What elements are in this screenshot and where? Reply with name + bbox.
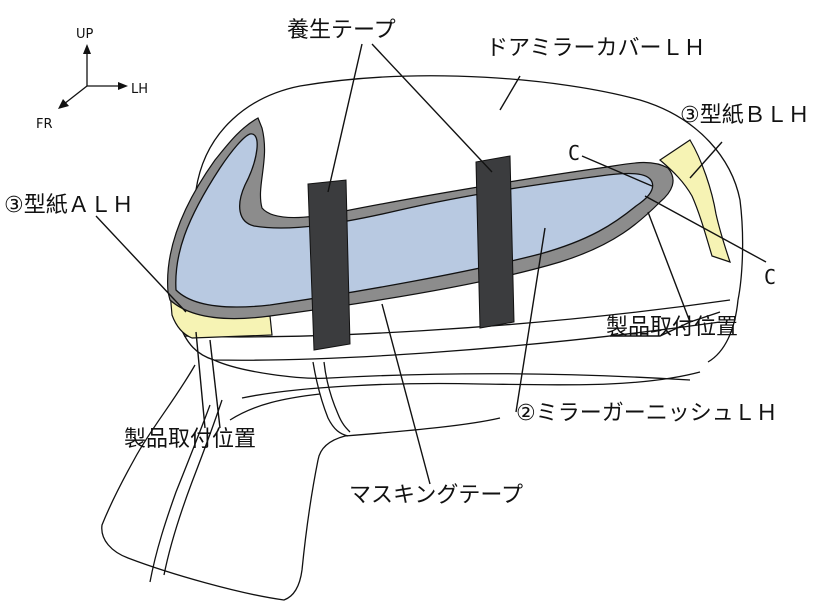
label-c-upper: C [568, 141, 580, 165]
leader-lines [95, 43, 767, 485]
axis-up-label: UP [76, 27, 94, 42]
label-protective-tape: 養生テープ [287, 18, 396, 43]
label-masking-tape: マスキングテープ [349, 483, 523, 508]
axis-indicator: UP LH FR [36, 27, 148, 132]
door-mirror-cover-outline [195, 75, 744, 301]
mirror-garnish-face [175, 133, 654, 308]
label-mount-position-left: 製品取付位置 [124, 427, 256, 452]
mirror-stalk-outline [101, 364, 346, 601]
protective-tape-strip-1 [307, 179, 351, 351]
label-pattern-b: ③型紙ＢＬＨ [680, 103, 810, 128]
label-pattern-a: ③型紙ＡＬＨ [4, 193, 134, 218]
label-mirror-garnish: ②ミラーガーニッシュＬＨ [516, 401, 778, 426]
label-c-lower: C [764, 265, 776, 289]
label-door-mirror-cover: ドアミラーカバーＬＨ [486, 36, 706, 61]
pattern-paper-b [659, 139, 731, 263]
axis-fr-label: FR [36, 117, 53, 132]
protective-tape-strip-2 [475, 155, 515, 329]
label-mount-position-right: 製品取付位置 [606, 315, 738, 340]
axis-lh-label: LH [131, 82, 148, 97]
